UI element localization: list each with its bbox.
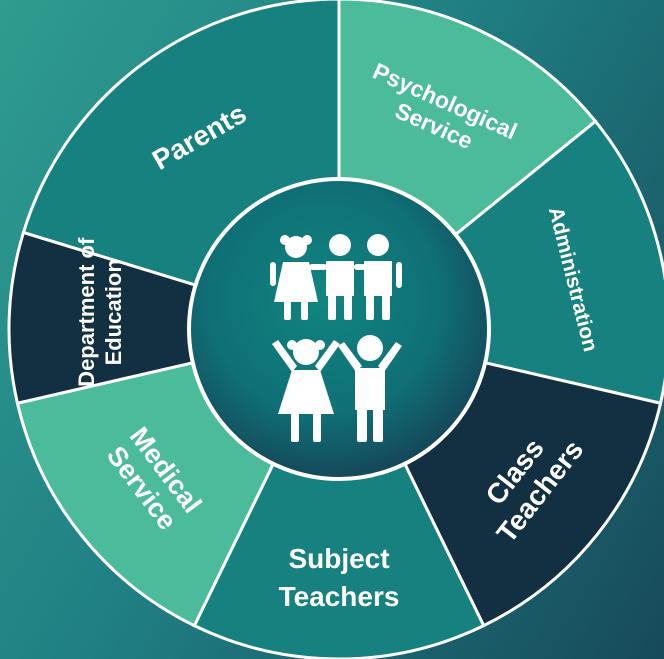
segment-label-line: Teachers [279,581,400,612]
segment-psychological-service: PsychologicalService [337,0,598,238]
segment-medical-service: MedicalService [15,360,277,628]
segment-label-line: Department of [74,237,99,387]
segment-label-line: Education [101,259,126,365]
segment-label-department-of-education: Department ofEducation [74,237,126,387]
segment-label-line: Subject [288,543,389,574]
segment-class-teachers: ClassTeachers [401,360,663,628]
center-hub [187,177,491,481]
children-group-icon [270,234,402,442]
segment-parents: Parents [21,0,341,288]
hub-circle [187,177,491,481]
